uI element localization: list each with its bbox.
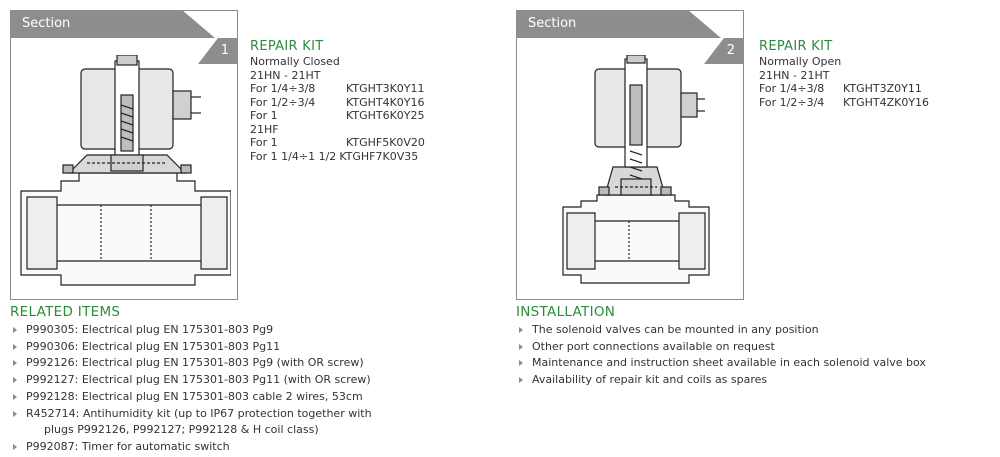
section-tab-label: Section <box>528 16 577 31</box>
list-item: R452714: Antihumidity kit (up to IP67 pr… <box>10 406 490 439</box>
kit-size: For 1/4÷3/8 <box>759 82 825 95</box>
repair-kit-normally-closed: REPAIR KIT Normally Closed 21HN - 21HT F… <box>250 38 425 163</box>
list-item-text: Maintenance and instruction sheet availa… <box>532 356 926 370</box>
list-item-text: Other port connections available on requ… <box>532 339 775 353</box>
repair-kit-normally-open: REPAIR KIT Normally Open 21HN - 21HT For… <box>759 38 929 109</box>
list-item: P992087: Timer for automatic switch <box>10 439 490 456</box>
repair-kit-model: 21HN - 21HT <box>250 68 321 82</box>
list-item: The solenoid valves can be mounted in an… <box>516 322 986 339</box>
panel-number: 2 <box>726 43 735 58</box>
repair-kit-type: Normally Closed <box>250 55 340 68</box>
list-item-text: Availability of repair kit and coils as … <box>532 373 768 387</box>
list-item: Availability of repair kit and coils as … <box>516 372 986 389</box>
repair-kit-model: 21HN - 21HT <box>759 68 830 82</box>
repair-kit-row: For 1/2÷3/4 KTGHT4K0Y16 <box>250 96 425 110</box>
list-item: P990306: Electrical plug EN 175301-803 P… <box>10 339 490 356</box>
list-item-text: The solenoid valves can be mounted in an… <box>532 323 819 336</box>
section-tab: Section <box>516 10 721 38</box>
repair-kit-title: REPAIR KIT <box>759 39 833 54</box>
list-item: P992127: Electrical plug EN 175301-803 P… <box>10 372 490 389</box>
list-item-text: P992128: Electrical plug EN 175301-803 c… <box>26 389 363 403</box>
section-tab: Section <box>10 10 215 38</box>
section-panel-2: Section 2 <box>516 10 744 300</box>
kit-size: For 1/2÷3/4 <box>759 95 825 109</box>
repair-kit-title: REPAIR KIT <box>250 39 324 54</box>
kit-size: For 1 1/4÷1 1/2 <box>250 149 337 163</box>
list-item-continuation: plugs P992126, P992127; P992128 & H coil… <box>44 423 319 437</box>
repair-kit-row: For 1 KTGHT6K0Y25 <box>250 109 425 123</box>
kit-code: KTGHT4K0Y16 <box>346 95 425 109</box>
kit-size: For 1 <box>250 136 278 149</box>
kit-code: KTGHT6K0Y25 <box>346 109 425 122</box>
list-item-text: P990306: Electrical plug EN 175301-803 P… <box>26 339 281 353</box>
kit-code: KTGHT3K0Y11 <box>346 82 425 95</box>
list-item-text: P992087: Timer for automatic switch <box>26 439 230 453</box>
list-item: P990305: Electrical plug EN 175301-803 P… <box>10 322 490 339</box>
list-item: Maintenance and instruction sheet availa… <box>516 355 986 372</box>
installation-title: INSTALLATION <box>516 304 616 320</box>
repair-kit-row: For 1/2÷3/4 KTGHT4ZK0Y16 <box>759 96 929 110</box>
repair-kit-row: For 1 KTGHF5K0V20 <box>250 136 425 150</box>
related-items-title: RELATED ITEMS <box>10 304 121 320</box>
list-item: Other port connections available on requ… <box>516 339 986 356</box>
list-item-text: R452714: Antihumidity kit (up to IP67 pr… <box>26 406 372 420</box>
section-panel-1: Section 1 <box>10 10 238 300</box>
kit-size: For 1/4÷3/8 <box>250 82 316 95</box>
panel-number: 1 <box>220 43 229 58</box>
list-item-text: P990305: Electrical plug EN 175301-803 P… <box>26 323 274 336</box>
valve-section-drawing-normally-open <box>562 55 710 284</box>
kit-code: KTGHF7K0V35 <box>339 149 419 163</box>
repair-kit-row: For 1/4÷3/8 KTGHT3K0Y11 <box>250 82 425 96</box>
installation-list: The solenoid valves can be mounted in an… <box>516 322 986 389</box>
kit-code: KTGHF5K0V20 <box>346 136 425 149</box>
kit-code: KTGHT3Z0Y11 <box>843 82 922 95</box>
section-tab-label: Section <box>22 16 71 31</box>
related-items-list: P990305: Electrical plug EN 175301-803 P… <box>10 322 490 456</box>
list-item: P992126: Electrical plug EN 175301-803 P… <box>10 355 490 372</box>
list-item-text: P992126: Electrical plug EN 175301-803 P… <box>26 356 364 370</box>
repair-kit-type: Normally Open <box>759 55 842 68</box>
kit-code: KTGHT4ZK0Y16 <box>843 95 930 109</box>
list-item-text: P992127: Electrical plug EN 175301-803 P… <box>26 373 371 387</box>
repair-kit-row: For 1/4÷3/8 KTGHT3Z0Y11 <box>759 82 929 96</box>
valve-section-drawing-normally-closed <box>20 55 231 286</box>
repair-kit-model: 21HF <box>250 122 279 136</box>
kit-size: For 1/2÷3/4 <box>250 95 316 109</box>
list-item: P992128: Electrical plug EN 175301-803 c… <box>10 389 490 406</box>
kit-size: For 1 <box>250 109 278 122</box>
